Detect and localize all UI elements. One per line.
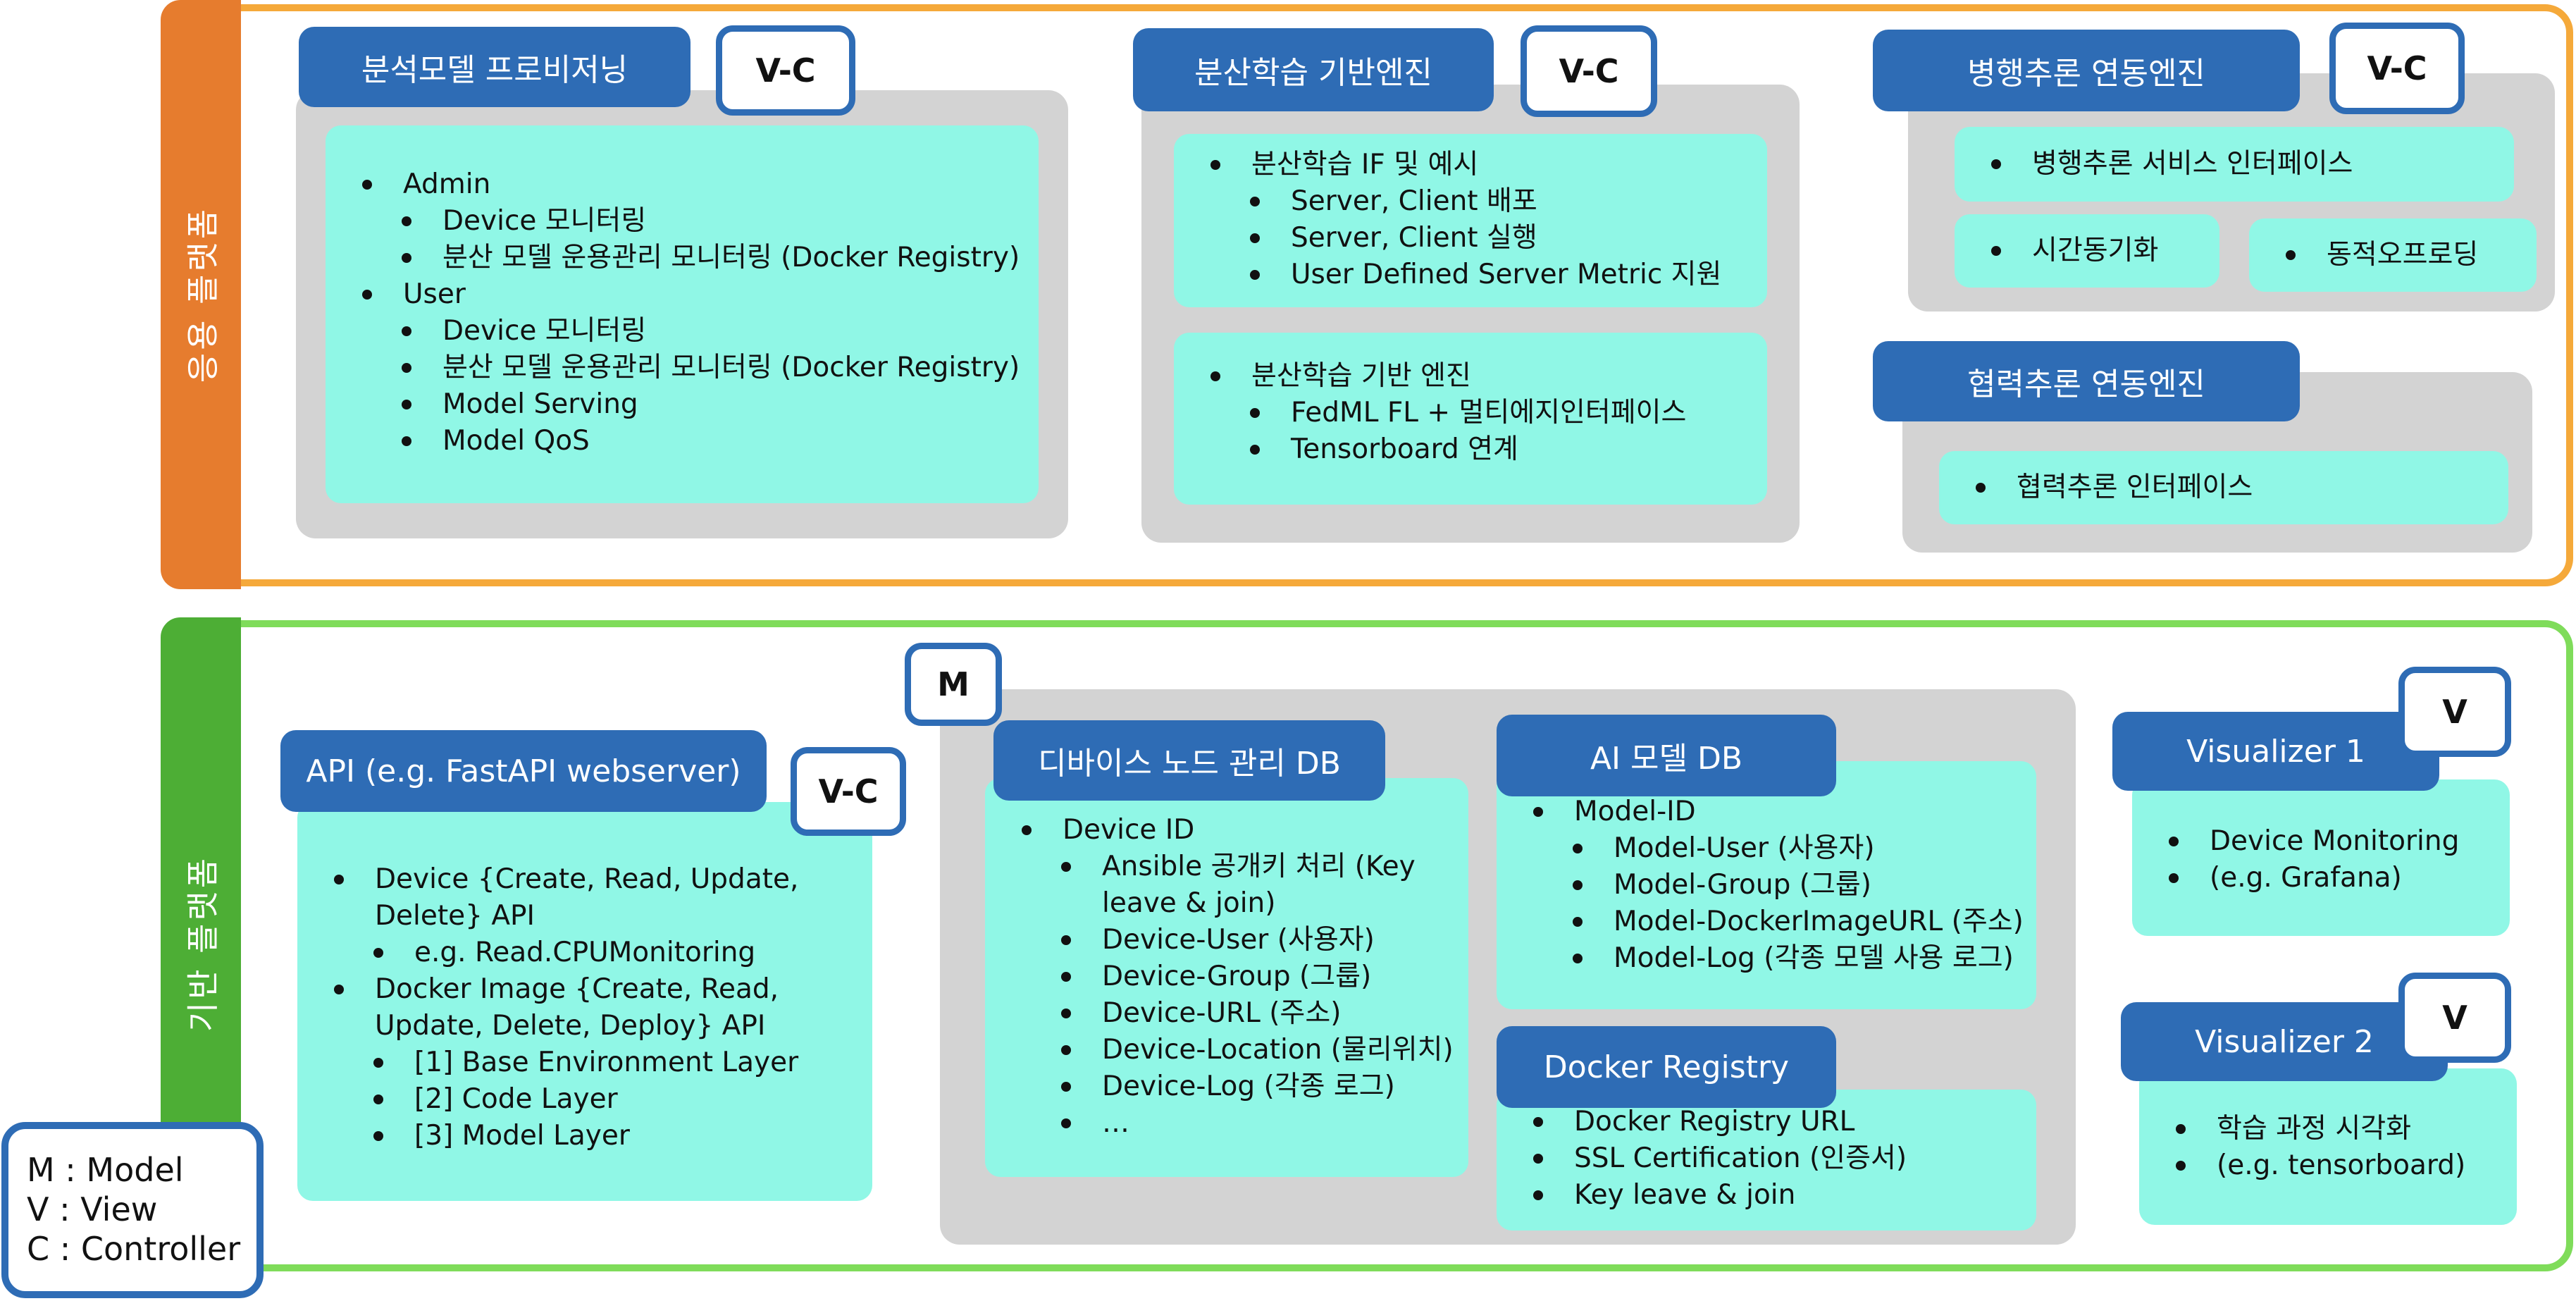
viz1-list: Device Monitoring(e.g. Grafana) <box>2132 823 2510 896</box>
provisioning-vc-badge: V-C <box>716 25 855 116</box>
list-item: Model QoS <box>326 423 1039 460</box>
dynamic-offload-item: 동적오프로딩 <box>2249 237 2537 273</box>
coop-title: 협력추론 연동엔진 <box>1873 341 2300 421</box>
list-item: Model Serving <box>326 386 1039 423</box>
viz2-box: 학습 과정 시각화(e.g. tensorboard) <box>2139 1068 2517 1225</box>
parallel-title: 병행추론 연동엔진 <box>1873 30 2300 111</box>
viz2-list: 학습 과정 시각화(e.g. tensorboard) <box>2139 1111 2517 1184</box>
list-item: … <box>985 1105 1468 1142</box>
api-vc-badge: V-C <box>791 747 906 836</box>
list-item: User Defined Server Metric 지원 <box>1174 257 1767 293</box>
list-item: Key leave & join <box>1497 1177 2036 1214</box>
coop-box: 협력추론 인터페이스 <box>1939 451 2508 524</box>
viz1-v-badge: V <box>2398 667 2511 757</box>
mvc-legend: M : Model V : View C : Controller <box>1 1122 264 1298</box>
list-item: Model-ID <box>1497 794 2036 830</box>
list-item: Docker Image {Create, Read, Update, Dele… <box>297 971 872 1044</box>
provisioning-title: 분석모델 프로비저닝 <box>299 27 691 107</box>
list-item: 분산 모델 운용관리 모니터링 (Docker Registry) <box>326 240 1039 276</box>
base-platform-label: 기반 플랫폼 <box>184 855 223 1032</box>
list-item: SSL Certification (인증서) <box>1497 1140 2036 1177</box>
model-m-badge: M <box>905 643 1002 726</box>
list-item: Device 모니터링 <box>326 313 1039 350</box>
legend-view: V : View <box>27 1190 158 1228</box>
legend-model: M : Model <box>27 1151 184 1189</box>
list-item: Server, Client 배포 <box>1174 183 1767 220</box>
list-item: Server, Client 실행 <box>1174 220 1767 257</box>
viz2-title: Visualizer 2 <box>2121 1002 2448 1081</box>
time-sync-box: 시간동기화 <box>1955 214 2219 288</box>
list-item: [1] Base Environment Layer <box>297 1044 872 1081</box>
list-item: FedML FL + 멀티에지인터페이스 <box>1174 395 1767 431</box>
list-item: Model-DockerImageURL (주소) <box>1497 904 2036 940</box>
list-item: 분산학습 기반 엔진 <box>1174 358 1767 395</box>
dynamic-offload-box: 동적오프로딩 <box>2249 218 2537 292</box>
list-item: Model-Log (각종 모델 사용 로그) <box>1497 940 2036 977</box>
list-item: Device-Group (그룹) <box>985 958 1468 995</box>
list-item: Device-Log (각종 로그) <box>985 1068 1468 1105</box>
list-item: Device 모니터링 <box>326 203 1039 240</box>
list-item: Device Monitoring <box>2132 823 2510 860</box>
list-item: (e.g. Grafana) <box>2132 860 2510 896</box>
parallel-vc-badge: V-C <box>2329 23 2465 114</box>
legend-controller: C : Controller <box>27 1230 241 1268</box>
list-item: e.g. Read.CPUMonitoring <box>297 935 872 971</box>
list-item: [3] Model Layer <box>297 1118 872 1154</box>
viz2-v-badge: V <box>2398 973 2511 1063</box>
list-item: Tensorboard 연계 <box>1174 431 1767 468</box>
list-item: Device-URL (주소) <box>985 995 1468 1032</box>
list-item: Model-User (사용자) <box>1497 830 2036 867</box>
viz1-title: Visualizer 1 <box>2112 712 2439 791</box>
list-item: Ansible 공개키 처리 (Key leave & join) <box>985 849 1468 922</box>
coop-item: 협력추론 인터페이스 <box>1939 469 2508 506</box>
app-platform-label: 응용 플랫폼 <box>184 206 223 383</box>
parallel-service-box: 병행추론 서비스 인터페이스 <box>1955 127 2514 202</box>
api-list: Device {Create, Read, Update, Delete} AP… <box>297 861 872 1154</box>
list-item: [2] Code Layer <box>297 1081 872 1118</box>
list-item: Device-User (사용자) <box>985 922 1468 958</box>
list-item: User <box>326 276 1039 313</box>
list-item: Docker Registry URL <box>1497 1104 2036 1140</box>
distributed-title: 분산학습 기반엔진 <box>1133 28 1494 111</box>
list-item: Device {Create, Read, Update, Delete} AP… <box>297 861 872 935</box>
list-item: Device ID <box>985 812 1443 849</box>
ai-db-title: AI 모델 DB <box>1497 715 1836 796</box>
viz1-box: Device Monitoring(e.g. Grafana) <box>2132 779 2510 936</box>
list-item: 분산 모델 운용관리 모니터링 (Docker Registry) <box>326 350 1039 386</box>
time-sync-item: 시간동기화 <box>1955 233 2219 269</box>
list-item: Admin <box>326 166 1039 203</box>
api-title: API (e.g. FastAPI webserver) <box>280 730 767 812</box>
list-item: Device-Location (물리위치) <box>985 1032 1468 1068</box>
list-item: 학습 과정 시각화 <box>2139 1111 2517 1147</box>
device-db-title: 디바이스 노드 관리 DB <box>993 720 1385 801</box>
registry-title: Docker Registry <box>1497 1026 1836 1108</box>
list-item: Model-Group (그룹) <box>1497 867 2036 904</box>
app-platform-label-tab: 응용 플랫폼 <box>161 0 241 589</box>
api-box: Device {Create, Read, Update, Delete} AP… <box>297 802 872 1201</box>
list-item: (e.g. tensorboard) <box>2139 1147 2517 1184</box>
parallel-service-item: 병행추론 서비스 인터페이스 <box>1955 146 2514 183</box>
list-item: 분산학습 IF 및 예시 <box>1174 147 1767 183</box>
distributed-vc-badge: V-C <box>1521 25 1657 117</box>
